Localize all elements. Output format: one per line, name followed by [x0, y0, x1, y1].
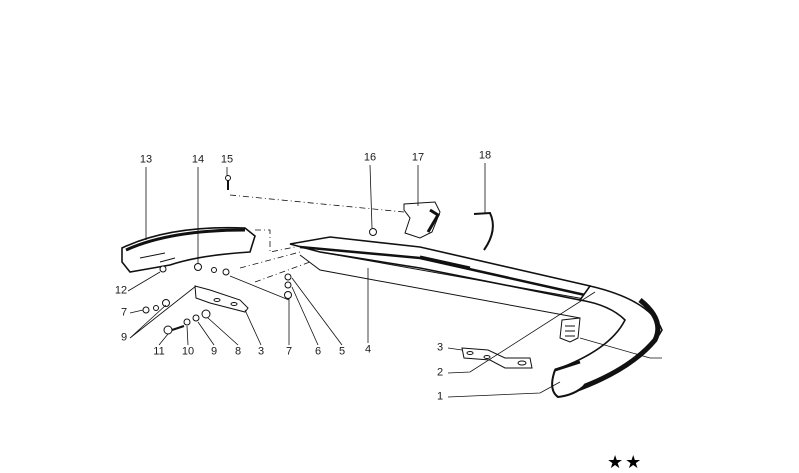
callout-11: 11: [153, 345, 165, 358]
callout-10: 10: [181, 345, 195, 358]
assembly-lines: [229, 194, 405, 283]
footer-stars: ★★: [607, 452, 644, 472]
leader-lines: [127, 163, 662, 398]
callout-2: 2: [436, 366, 444, 379]
callout-14: 14: [191, 153, 205, 166]
callout-12: 12: [114, 284, 128, 297]
cover-piece: [403, 201, 441, 239]
callout-5: 5: [338, 345, 346, 358]
callout-4: 4: [364, 343, 372, 356]
corner-bracket: [559, 317, 581, 343]
callout-15: 15: [220, 153, 234, 166]
callout-8: 8: [234, 345, 242, 358]
end-cap: [121, 226, 256, 273]
strip: [473, 211, 494, 251]
left-bracket: [194, 285, 249, 313]
callout-9a: 9: [120, 331, 128, 344]
right-bracket: [461, 347, 533, 369]
callout-6: 6: [314, 345, 322, 358]
fasteners: [142, 175, 377, 335]
callout-1: 1: [436, 390, 444, 403]
callout-18: 18: [478, 149, 492, 162]
callout-7a: 7: [120, 306, 128, 319]
callout-3a: 3: [257, 345, 265, 358]
bumper-bar: [289, 236, 602, 319]
callout-13: 13: [139, 153, 153, 166]
callout-3b: 3: [436, 341, 444, 354]
callout-17: 17: [411, 151, 425, 164]
bumper-corner: [551, 285, 663, 399]
callout-9b: 9: [210, 345, 218, 358]
callout-16: 16: [363, 151, 377, 164]
callout-7b: 7: [285, 345, 293, 358]
